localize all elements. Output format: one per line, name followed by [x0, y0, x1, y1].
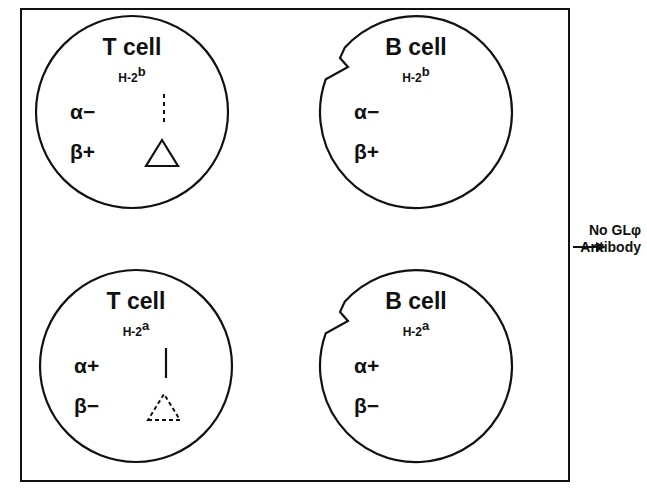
- allele-beta: β−: [354, 394, 379, 417]
- allele-holder: β−: [354, 394, 379, 418]
- cell-type: B cell: [385, 288, 446, 314]
- haplotype-row: H-2b: [34, 64, 230, 86]
- title-row: B cell: [318, 34, 514, 61]
- haplotype: H-2: [118, 71, 137, 85]
- solid-bar-symbol: [165, 348, 167, 378]
- haplotype-superscript: b: [138, 64, 146, 79]
- allele-beta: β+: [354, 140, 379, 163]
- haplotype: H-2: [123, 325, 142, 339]
- allele-holder: β−: [74, 394, 99, 418]
- dashed-triangle-symbol: [148, 394, 180, 420]
- cell-type: T cell: [103, 34, 162, 60]
- triangle-symbol: [146, 140, 178, 166]
- allele-alpha: α+: [74, 354, 99, 377]
- allele-alpha: α+: [354, 354, 379, 377]
- t-cell-circle: T cellH-2b α− β+: [34, 14, 230, 210]
- haplotype-superscript: b: [422, 64, 430, 79]
- allele-holder: α+: [74, 354, 99, 378]
- cell-membrane: [40, 270, 232, 462]
- result-label: No GLφ Antibody: [580, 222, 641, 256]
- b-cell-circle: B cellH-2a α+ β−: [318, 268, 514, 464]
- dashed-bar-symbol: [163, 94, 165, 124]
- allele-beta: β−: [74, 394, 99, 417]
- title-row: T cell: [38, 288, 234, 315]
- notched-membrane: [320, 270, 512, 462]
- cell-type: B cell: [385, 34, 446, 60]
- haplotype-row: H-2a: [318, 318, 514, 340]
- allele-holder: β+: [70, 140, 95, 164]
- allele-alpha: α−: [354, 100, 379, 123]
- haplotype-row: H-2b: [318, 64, 514, 86]
- title-row: B cell: [318, 288, 514, 315]
- allele-holder: α−: [354, 100, 379, 124]
- t-cell-circle: T cellH-2a α+ β−: [38, 268, 234, 464]
- outer-frame: T cellH-2bα−β+B cellH-2bα−β+T cellH-2aα+…: [20, 8, 570, 482]
- allele-holder: α+: [354, 354, 379, 378]
- cell-type: T cell: [107, 288, 166, 314]
- allele-holder: β+: [354, 140, 379, 164]
- title-row: T cell: [34, 34, 230, 61]
- haplotype-superscript: a: [142, 318, 149, 333]
- haplotype-superscript: a: [422, 318, 429, 333]
- allele-beta: β+: [70, 140, 95, 163]
- cell-membrane: [36, 16, 228, 208]
- notched-membrane: [320, 16, 512, 208]
- haplotype: H-2: [403, 325, 422, 339]
- allele-alpha: α−: [70, 100, 95, 123]
- haplotype: H-2: [402, 71, 421, 85]
- allele-holder: α−: [70, 100, 95, 124]
- b-cell-circle: B cellH-2b α− β+: [318, 14, 514, 210]
- haplotype-row: H-2a: [38, 318, 234, 340]
